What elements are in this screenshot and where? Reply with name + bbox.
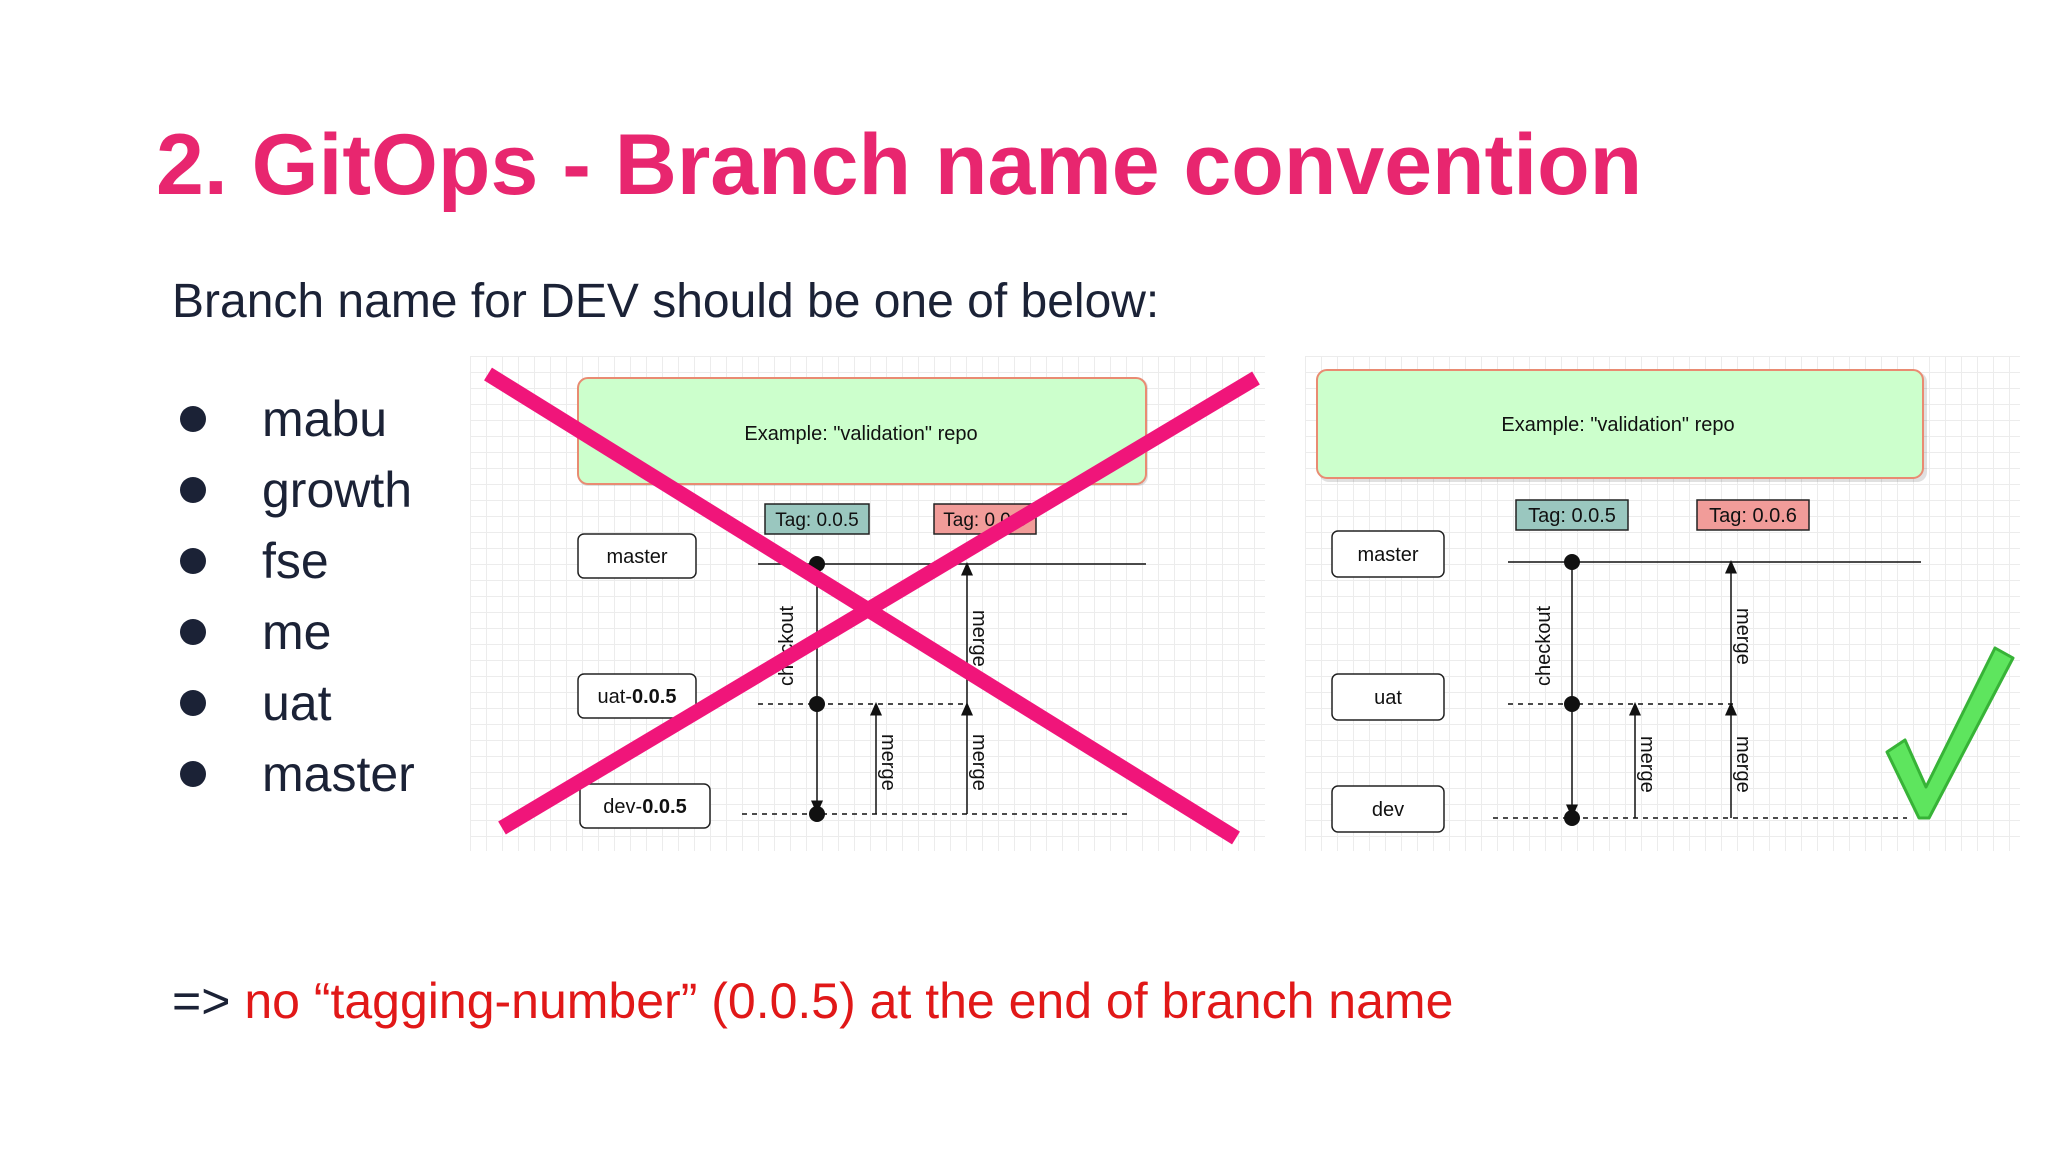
branch-label-dev-prefix: dev- bbox=[603, 796, 642, 818]
slide-title: 2. GitOps - Branch name convention bbox=[156, 117, 1643, 213]
tag-box-1 bbox=[1515, 499, 1629, 531]
bullet-dot-icon bbox=[180, 476, 206, 503]
conclusion-text: no “tagging-number” (0.0.5) at the end o… bbox=[244, 973, 1454, 1029]
branch-label-uat-version: 0.0.5 bbox=[632, 686, 676, 708]
header-label: Example: "validation" repo bbox=[1501, 414, 1734, 436]
branch-label-dev: dev-0.0.5 bbox=[603, 796, 686, 818]
branch-box-dev bbox=[1331, 785, 1445, 833]
branch-label-master: master bbox=[1357, 544, 1418, 566]
tag-label-2: Tag: 0.0.6 bbox=[1709, 505, 1797, 527]
header-label: Example: "validation" repo bbox=[744, 423, 977, 445]
bullet-dot-icon bbox=[180, 618, 206, 645]
commit-dot bbox=[809, 696, 825, 712]
merge-label: merge bbox=[1732, 736, 1754, 793]
correct-example-svg: Example: "validation" repo Tag: 0.0.5 Ta… bbox=[1316, 369, 2015, 833]
branch-label-dev-version: 0.0.5 bbox=[642, 796, 686, 818]
list-item: uat bbox=[180, 667, 415, 738]
bullet-dot-icon bbox=[180, 405, 206, 432]
list-item: master bbox=[180, 738, 415, 809]
branch-label-master: master bbox=[606, 546, 667, 568]
branch-label-uat: uat-0.0.5 bbox=[598, 686, 677, 708]
branch-box-master bbox=[1331, 530, 1445, 578]
list-item-label: growth bbox=[262, 461, 413, 518]
merge-label: merge bbox=[968, 610, 990, 667]
list-item-label: mabu bbox=[262, 390, 388, 447]
cross-out-line bbox=[498, 371, 1260, 835]
list-item-label: me bbox=[262, 603, 332, 660]
merge-label: merge bbox=[968, 734, 990, 791]
commit-dot bbox=[1564, 810, 1580, 826]
branch-label-uat: uat bbox=[1374, 687, 1402, 709]
list-item: growth bbox=[180, 454, 415, 525]
list-item-label: fse bbox=[262, 532, 329, 589]
branch-box-uat bbox=[577, 673, 697, 719]
checkmark-icon bbox=[1885, 646, 2015, 820]
bullet-dot-icon bbox=[180, 547, 206, 574]
tag-box-2 bbox=[1696, 499, 1810, 531]
slide-subtitle: Branch name for DEV should be one of bel… bbox=[172, 275, 1160, 328]
branch-box-dev bbox=[579, 783, 711, 829]
correct-example-diagram: Example: "validation" repo Tag: 0.0.5 Ta… bbox=[1305, 356, 2020, 851]
list-item: me bbox=[180, 596, 415, 667]
branch-box-uat bbox=[1331, 673, 1445, 721]
header-box bbox=[1316, 369, 1924, 479]
list-item: fse bbox=[180, 525, 415, 596]
branch-label-dev: dev bbox=[1372, 799, 1404, 821]
tag-box-1 bbox=[764, 503, 870, 535]
conclusion-prefix: => bbox=[172, 973, 231, 1029]
commit-dot bbox=[1564, 696, 1580, 712]
merge-label: merge bbox=[877, 734, 899, 791]
commit-dot bbox=[1564, 554, 1580, 570]
branch-box-master bbox=[577, 533, 697, 579]
commit-dot bbox=[809, 806, 825, 822]
merge-label: merge bbox=[1732, 608, 1754, 665]
list-item-label: master bbox=[262, 745, 415, 802]
branch-label-uat-prefix: uat- bbox=[598, 686, 632, 708]
tag-label-1: Tag: 0.0.5 bbox=[1528, 505, 1616, 527]
wrong-example-svg: Example: "validation" repo Tag: 0.0.5 Ta… bbox=[484, 367, 1260, 845]
list-item: mabu bbox=[180, 383, 415, 454]
list-item-label: uat bbox=[262, 674, 332, 731]
tag-label-1: Tag: 0.0.5 bbox=[775, 510, 858, 531]
checkout-label: checkout bbox=[1533, 606, 1555, 686]
branch-name-list: mabu growth fse me uat master bbox=[180, 383, 415, 809]
wrong-example-diagram: Example: "validation" repo Tag: 0.0.5 Ta… bbox=[470, 356, 1265, 851]
merge-label: merge bbox=[1636, 736, 1658, 793]
bullet-dot-icon bbox=[180, 689, 206, 716]
conclusion-line: => no “tagging-number” (0.0.5) at the en… bbox=[172, 972, 1453, 1030]
bullet-dot-icon bbox=[180, 760, 206, 787]
